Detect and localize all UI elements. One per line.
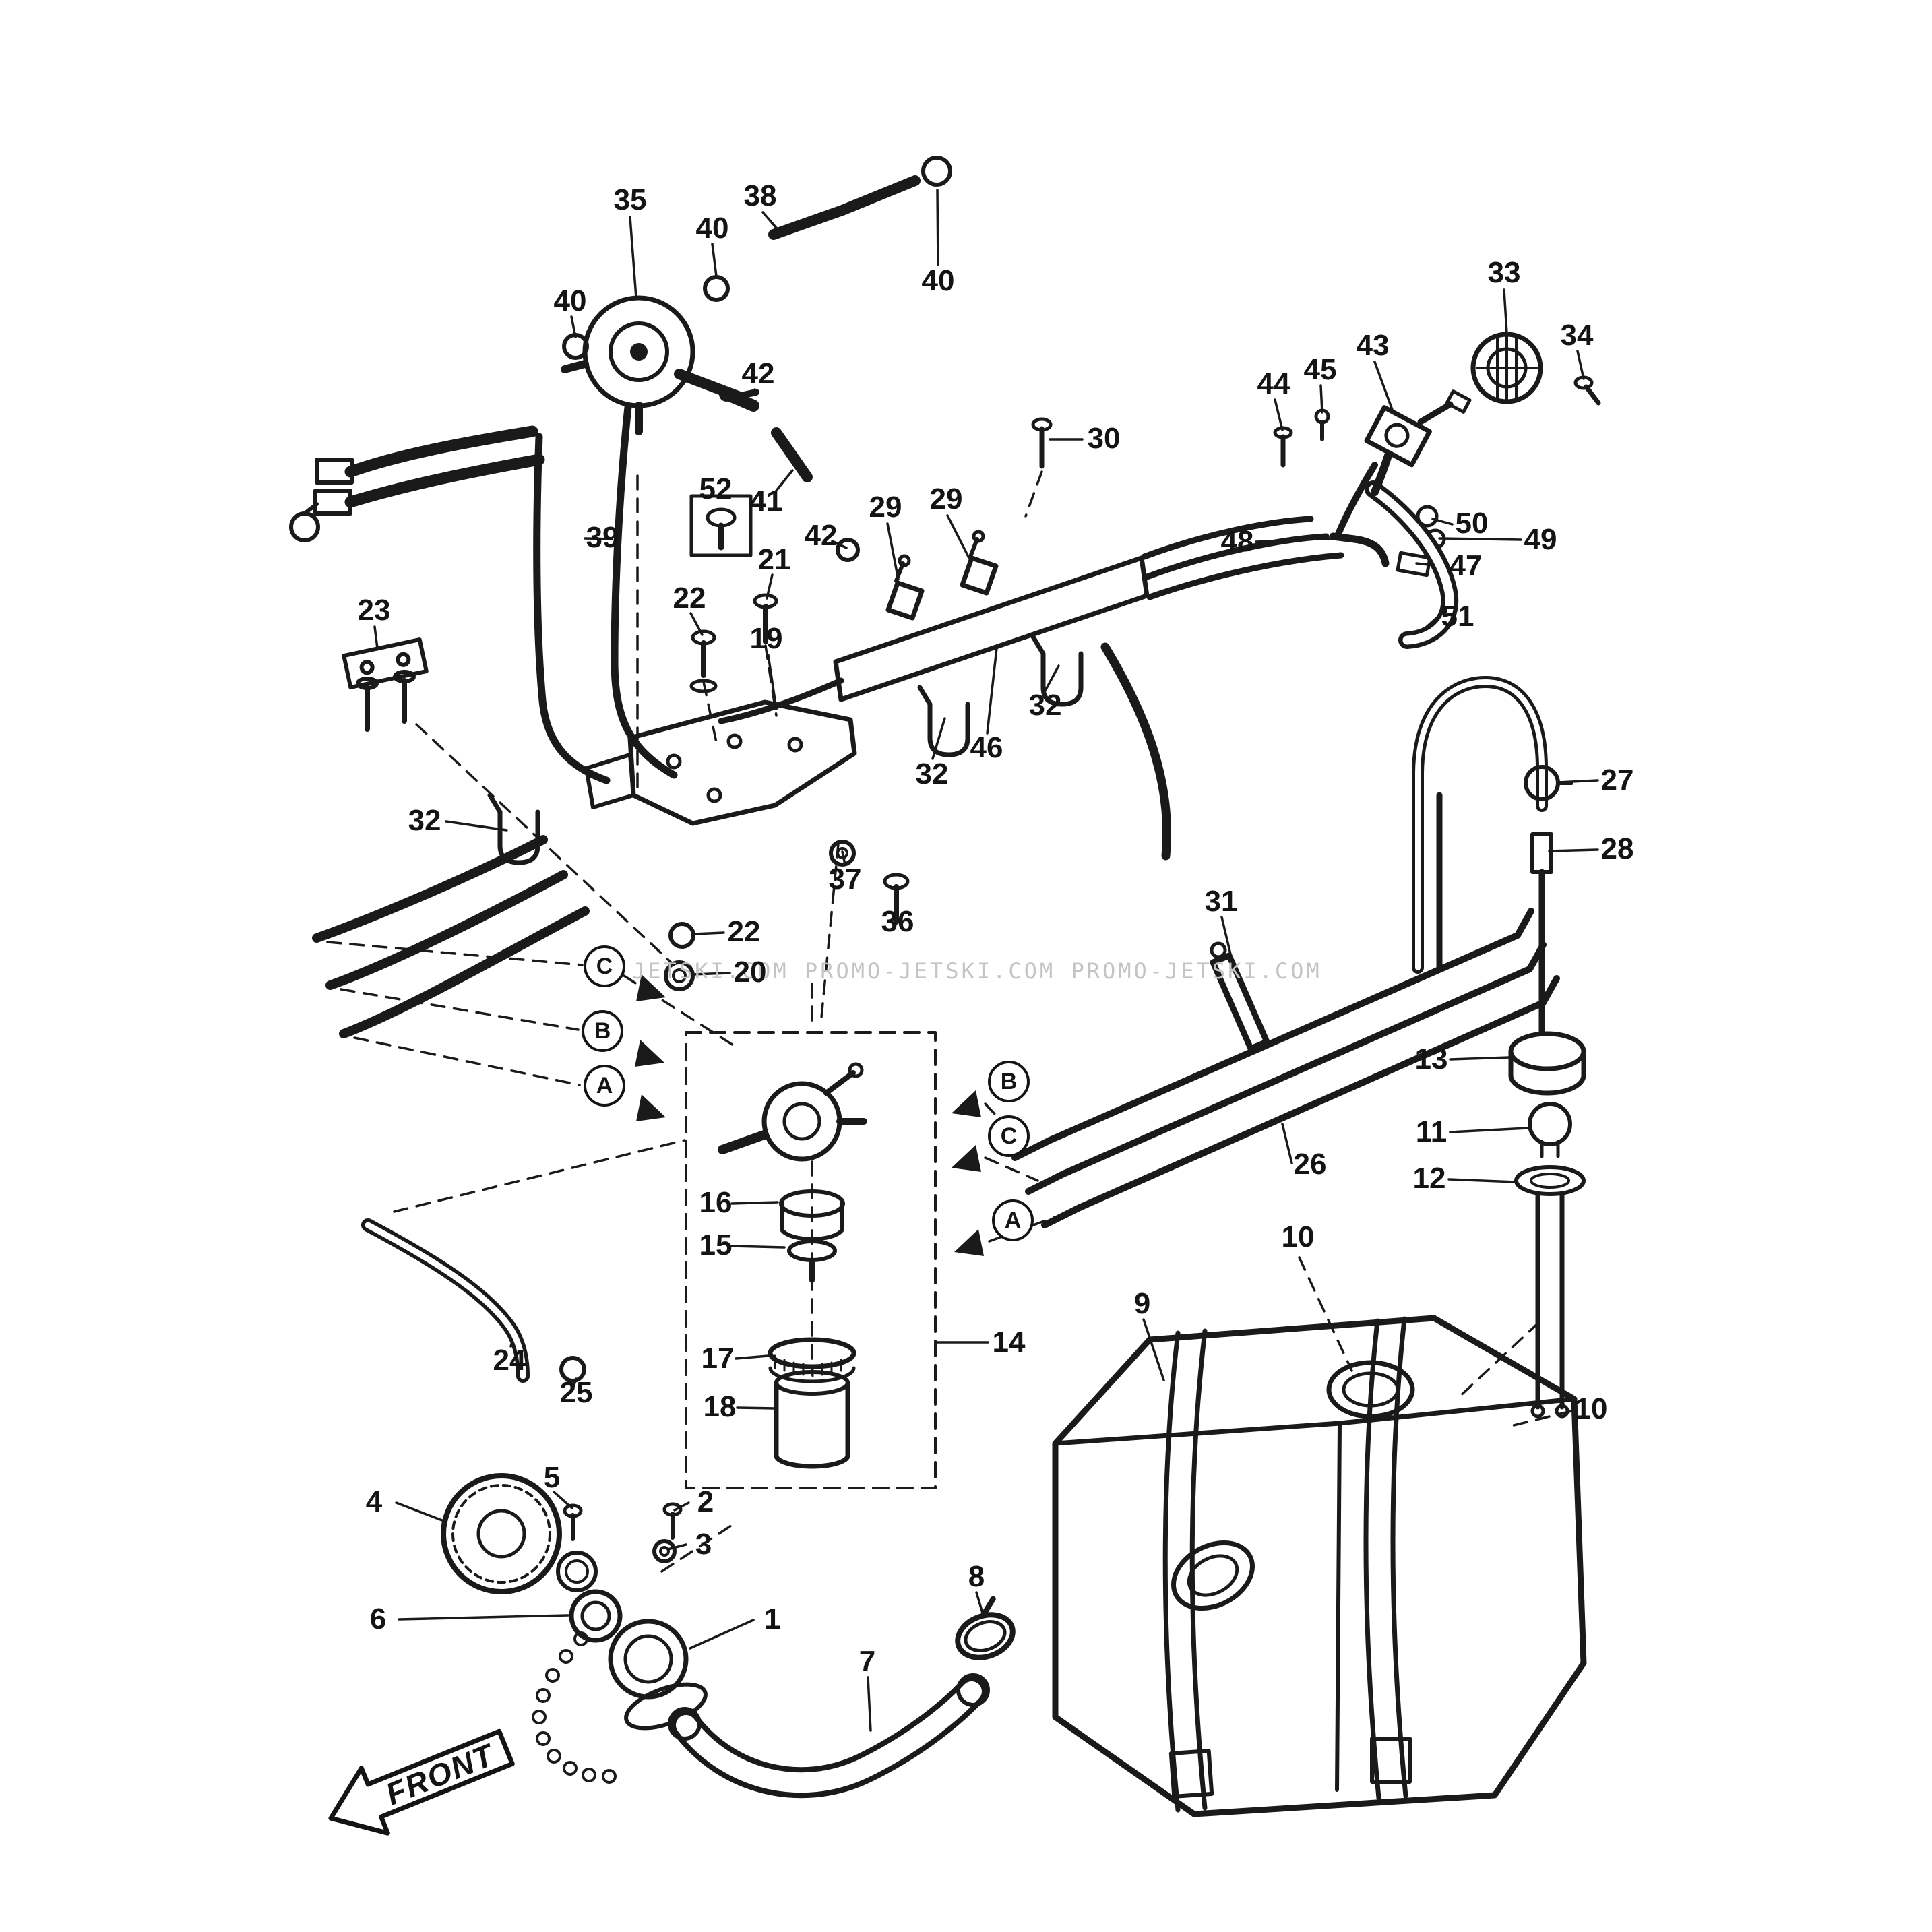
callout-44: 44 (1257, 367, 1290, 400)
assembly-dashed-lines (326, 470, 1573, 1573)
joints-41-42 (719, 387, 860, 562)
callout-22: 22 (673, 582, 706, 615)
screws-drawing (689, 494, 778, 693)
callout-41: 41 (749, 485, 783, 518)
callout-30: 30 (1087, 422, 1121, 455)
callout-2: 2 (697, 1485, 714, 1518)
breather-hose-38 (768, 175, 921, 240)
letter-callout-c: C (584, 945, 625, 987)
callout-34: 34 (1560, 319, 1594, 352)
hose-clips-40 (562, 156, 952, 360)
callout-5: 5 (543, 1461, 561, 1494)
letter-callout-a: A (584, 1065, 625, 1107)
callout-48: 48 (1220, 525, 1254, 558)
callout-46: 46 (970, 731, 1003, 764)
callout-38: 38 (743, 179, 777, 212)
letter-callout-c: C (988, 1115, 1030, 1157)
callout-32: 32 (1028, 689, 1062, 722)
letter-callout-a: A (992, 1199, 1034, 1241)
callout-4: 4 (365, 1485, 383, 1518)
front-arrow (328, 1728, 515, 1836)
fuel-gauge-drawing (1508, 1031, 1586, 1419)
hose-51-drawing (1365, 480, 1459, 649)
filler-hose-7-drawing (668, 1673, 990, 1799)
callout-40: 40 (553, 284, 587, 317)
callout-29: 29 (929, 482, 963, 516)
callout-33: 33 (1487, 256, 1521, 289)
callout-7: 7 (859, 1645, 876, 1678)
filler-cap-drawing (441, 1473, 708, 1784)
callout-19: 19 (749, 622, 783, 655)
callout-26: 26 (1293, 1148, 1327, 1181)
callout-1: 1 (764, 1602, 781, 1635)
callout-27: 27 (1600, 764, 1634, 797)
callout-47: 47 (1449, 549, 1483, 582)
bracket-23-drawing (342, 637, 429, 732)
manifold-drawing (487, 530, 1172, 865)
callout-42: 42 (741, 357, 775, 390)
fuel-pipes-upper (533, 403, 678, 784)
callout-11: 11 (1415, 1115, 1447, 1148)
grommet-nut-20-22 (664, 840, 910, 991)
arc-pipe-drawing (1412, 676, 1573, 1036)
valve-43-drawing (1031, 332, 1601, 539)
callout-32: 32 (915, 757, 949, 790)
abc-hoses-drawing (312, 835, 590, 1038)
letter-callout-b: B (988, 1061, 1030, 1102)
callout-31: 31 (1204, 885, 1238, 918)
callout-9: 9 (1133, 1287, 1151, 1320)
fuel-cock-drawing (561, 295, 759, 435)
callout-24: 24 (493, 1344, 526, 1377)
callout-23: 23 (357, 594, 391, 627)
hose-24-drawing (361, 1218, 586, 1383)
callout-14: 14 (992, 1326, 1026, 1359)
callout-28: 28 (1600, 832, 1634, 865)
callout-8: 8 (968, 1560, 985, 1593)
callout-29: 29 (869, 491, 902, 524)
callout-17: 17 (701, 1342, 735, 1375)
callout-10: 10 (1281, 1220, 1315, 1253)
callout-45: 45 (1303, 353, 1337, 386)
wiring-harness-drawing (289, 425, 545, 542)
callout-40: 40 (695, 212, 729, 245)
fuel-tank-drawing (1052, 1315, 1587, 1817)
callout-36: 36 (881, 905, 914, 938)
callout-35: 35 (613, 183, 647, 216)
callout-21: 21 (757, 543, 791, 576)
diagonal-pipes-drawing (1011, 908, 1560, 1228)
callout-52: 52 (699, 472, 733, 505)
callout-20: 20 (733, 956, 767, 989)
callout-22: 22 (727, 915, 761, 948)
clamp-8-drawing (955, 1596, 1016, 1660)
callout-18: 18 (703, 1390, 737, 1423)
callout-39: 39 (586, 521, 619, 554)
callout-40: 40 (921, 264, 955, 297)
callout-3: 3 (695, 1528, 712, 1561)
callout-32: 32 (408, 804, 441, 837)
pipes-to-valve (1141, 505, 1446, 600)
callout-12: 12 (1412, 1162, 1446, 1195)
callout-10: 10 (1574, 1392, 1608, 1425)
callout-42: 42 (804, 519, 838, 552)
callout-49: 49 (1524, 523, 1557, 556)
callout-16: 16 (699, 1186, 733, 1219)
letter-arrows (635, 974, 984, 1256)
callout-50: 50 (1455, 507, 1489, 540)
callout-37: 37 (828, 863, 862, 896)
callout-6: 6 (369, 1602, 387, 1635)
callout-15: 15 (699, 1228, 733, 1261)
letter-callout-b: B (582, 1010, 623, 1052)
callout-43: 43 (1356, 329, 1390, 362)
callout-25: 25 (559, 1376, 593, 1409)
callout-13: 13 (1414, 1042, 1448, 1076)
fuel-filter-drawing (685, 1031, 937, 1489)
callout-51: 51 (1441, 600, 1474, 633)
watermark-text: JETSKI.COM PROMO-JETSKI.COM PROMO-JETSKI… (632, 958, 1322, 984)
